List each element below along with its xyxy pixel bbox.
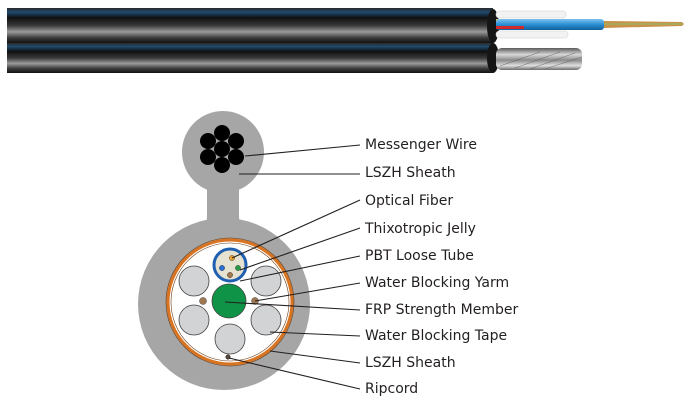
- leader-lszh-sheath-bottom: [269, 350, 361, 364]
- tape-outer-edge: [165, 237, 295, 367]
- label-water-blocking-tape: Water Blocking Tape: [365, 328, 508, 344]
- leader-messenger-wire: [244, 144, 361, 157]
- fiber-brown: [227, 272, 233, 278]
- leader-ripcord: [228, 357, 361, 390]
- strand: [214, 125, 230, 141]
- label-lszh-sheath-top: LSZH Sheath: [365, 165, 456, 181]
- pbt-loose-tube: [212, 247, 248, 283]
- red-ripcord: [496, 26, 524, 29]
- fiber-green: [235, 265, 241, 271]
- messenger-wire-strands: [200, 125, 244, 173]
- leader-lines: [224, 144, 361, 390]
- label-water-blocking-yarm: Water Blocking Yarm: [365, 275, 510, 291]
- filler-rod: [214, 323, 246, 355]
- filler-rod: [178, 304, 210, 336]
- leader-pbt-loose-tube: [239, 255, 361, 282]
- strand: [214, 141, 230, 157]
- strand: [200, 133, 216, 149]
- cable-upper-jacket: [7, 8, 493, 43]
- strand: [214, 157, 230, 173]
- strand: [228, 133, 244, 149]
- cable-lower-end: [487, 43, 499, 73]
- cable-side-view: [7, 8, 684, 73]
- label-pbt-loose-tube: PBT Loose Tube: [365, 248, 474, 264]
- label-optical-fiber: Optical Fiber: [365, 193, 454, 209]
- filler-rod: [250, 304, 282, 336]
- filler-rod: [178, 265, 210, 297]
- fiber-blue: [219, 265, 225, 271]
- leader-water-blocking-yarm: [254, 282, 361, 302]
- cable-cross-section: [138, 111, 310, 390]
- leader-frp-strength-member: [224, 301, 361, 311]
- strand: [200, 149, 216, 165]
- strand: [228, 149, 244, 165]
- label-frp-strength-member: FRP Strength Member: [365, 302, 519, 318]
- filler-rod: [250, 265, 282, 297]
- frp-strength-member: [211, 283, 247, 319]
- leader-water-blocking-tape: [269, 331, 361, 337]
- label-ripcord: Ripcord: [365, 381, 419, 397]
- water-blocking-yarn-left: [199, 297, 207, 305]
- steel-messenger-wire: [496, 48, 582, 70]
- label-messenger-wire: Messenger Wire: [365, 137, 477, 153]
- tape-inner-edge: [170, 242, 290, 362]
- cable-lower-jacket: [7, 43, 493, 73]
- white-filler-bottom: [495, 30, 569, 39]
- white-filler-top: [495, 10, 567, 19]
- label-thixotropic-jelly: Thixotropic Jelly: [365, 221, 476, 237]
- leader-optical-fiber: [231, 199, 361, 259]
- leader-thixotropic-jelly: [239, 227, 361, 271]
- label-lszh-sheath-bottom: LSZH Sheath: [365, 355, 456, 371]
